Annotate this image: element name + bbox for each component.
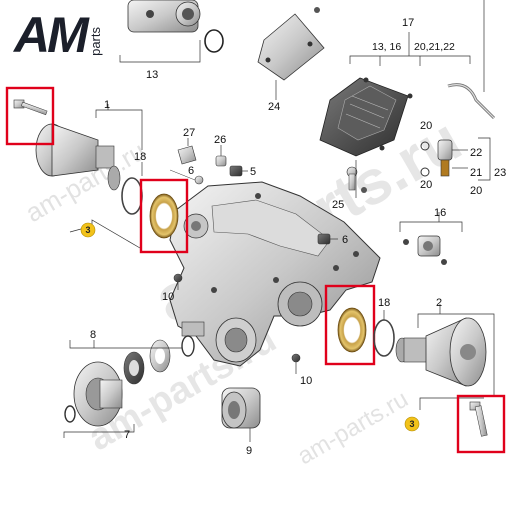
callout-13-16: 13, 16	[372, 41, 401, 53]
sensor-21	[437, 139, 453, 177]
am-parts-logo: AM parts	[14, 7, 103, 63]
badge-part-3-left: 3	[80, 222, 96, 238]
flange-shaft-left	[35, 123, 121, 191]
callout-23: 23	[494, 167, 506, 179]
callout-6-top: 6	[188, 165, 194, 177]
sensor-16	[403, 235, 447, 265]
callout-20-21-22: 20,21,22	[414, 41, 455, 53]
leader-13	[119, 40, 201, 63]
callout-2: 2	[436, 297, 442, 309]
plug-26	[215, 155, 227, 167]
differential-housing	[169, 181, 381, 367]
clip-27	[177, 145, 197, 165]
callout-26: 26	[214, 134, 226, 146]
callout-24: 24	[268, 101, 280, 113]
callout-9: 9	[246, 445, 252, 457]
callout-1: 1	[104, 99, 110, 111]
callout-13: 13	[146, 69, 158, 81]
callout-18-right: 18	[378, 297, 390, 309]
seal-ring-right	[337, 307, 367, 353]
bolt-left	[13, 99, 48, 116]
highlight-box-seal-right	[324, 284, 376, 366]
callout-17: 17	[402, 17, 414, 29]
bearing-kit-7	[64, 335, 195, 427]
highlight-box-seal-left	[139, 178, 189, 254]
callout-5: 5	[250, 166, 256, 178]
callout-20-right: 20	[470, 185, 482, 197]
circlip-18-right	[373, 319, 395, 357]
flange-part-13	[127, 0, 224, 53]
mount-bushing-9	[221, 387, 261, 429]
callout-20-bottom: 20	[420, 179, 432, 191]
badge-part-3-left-text: 3	[85, 225, 90, 235]
flange-shaft-right	[395, 317, 487, 387]
circlip-18	[121, 177, 143, 215]
callout-25: 25	[332, 199, 344, 211]
highlight-box-bolt-left	[5, 86, 55, 146]
bolt-25	[346, 166, 367, 193]
plug-5	[229, 165, 243, 177]
callout-20-top: 20	[420, 120, 432, 132]
logo-main-text: AM	[14, 7, 89, 63]
callout-18-left: 18	[134, 151, 146, 163]
highlight-box-bolt-right	[456, 394, 506, 454]
bolt-right	[469, 401, 488, 437]
callout-21: 21	[470, 167, 482, 179]
callout-7: 7	[124, 429, 130, 441]
cover-plate-24	[257, 7, 325, 81]
callout-22: 22	[470, 147, 482, 159]
callout-6-right: 6	[342, 234, 348, 246]
callout-10-bottom: 10	[300, 375, 312, 387]
callout-16: 16	[434, 207, 446, 219]
callout-27: 27	[183, 127, 195, 139]
callout-10-left: 10	[162, 291, 174, 303]
badge-part-3-right: 3	[404, 416, 420, 432]
callout-8: 8	[90, 329, 96, 341]
control-unit-17	[319, 77, 413, 157]
seal-ring-left	[149, 193, 179, 239]
badge-part-3-right-text: 3	[409, 419, 414, 429]
plug-6	[317, 233, 331, 245]
